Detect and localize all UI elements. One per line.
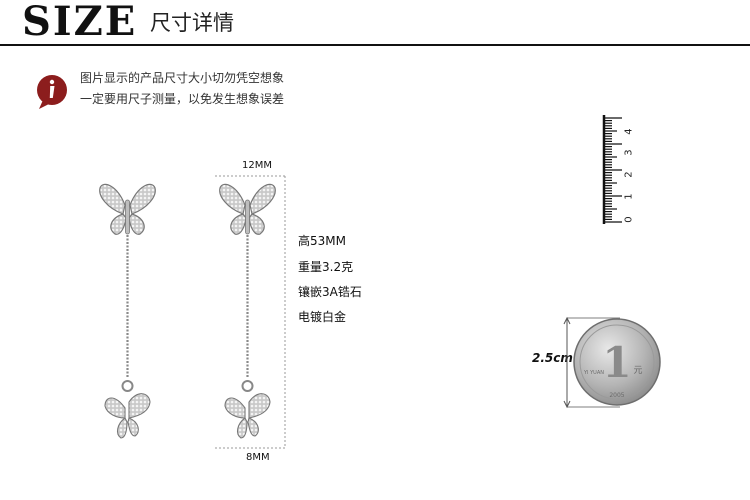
ruler-number-0: 0 — [623, 216, 635, 223]
butterfly-top — [99, 183, 156, 235]
coin-diameter-label: 2.5cm — [532, 351, 573, 365]
butterfly-bottom — [224, 393, 271, 439]
coin-dimension-lines — [563, 316, 620, 409]
ruler-numbers: 0 1 2 3 4 — [623, 112, 646, 227]
coin-value: 1 — [602, 338, 631, 387]
ruler-icon — [602, 115, 622, 224]
coin-unit: 元 — [633, 366, 642, 376]
coin-year: 2005 — [609, 392, 624, 399]
ruler-number-2: 2 — [623, 171, 635, 178]
spec-weight: 重量3.2克 — [298, 260, 354, 274]
butterfly-top — [219, 183, 276, 235]
header-divider — [0, 44, 750, 46]
width-dimension-label: 12MM — [242, 160, 272, 171]
butterfly-bottom — [104, 393, 151, 439]
earring-photo-dimensioned — [215, 175, 286, 449]
ruler-number-3: 3 — [623, 149, 635, 156]
bottom-dimension-label: 8MM — [246, 452, 270, 463]
jump-ring — [241, 380, 254, 392]
spec-height: 高53MM — [298, 234, 346, 248]
earring-photo-front — [99, 183, 156, 439]
size-detail-title: 尺寸详情 — [150, 11, 234, 35]
spec-plating: 电镀白金 — [298, 310, 347, 324]
one-yuan-coin-icon: 1 元 YI YUAN 2005 — [573, 318, 661, 406]
info-speech-bubble-icon — [37, 75, 67, 109]
jump-ring — [121, 380, 134, 392]
notice-line-1: 图片显示的产品尺寸大小切勿凭空想象 — [80, 71, 285, 85]
notice-line-2: 一定要用尺子测量，以免发生想象误差 — [80, 92, 285, 106]
coin-pinyin: YI YUAN — [583, 370, 604, 376]
ruler-number-1: 1 — [623, 193, 635, 200]
ruler-number-4: 4 — [623, 128, 635, 135]
size-title: SIZE — [22, 0, 138, 45]
spec-stones: 镶嵌3A锆石 — [298, 285, 362, 299]
